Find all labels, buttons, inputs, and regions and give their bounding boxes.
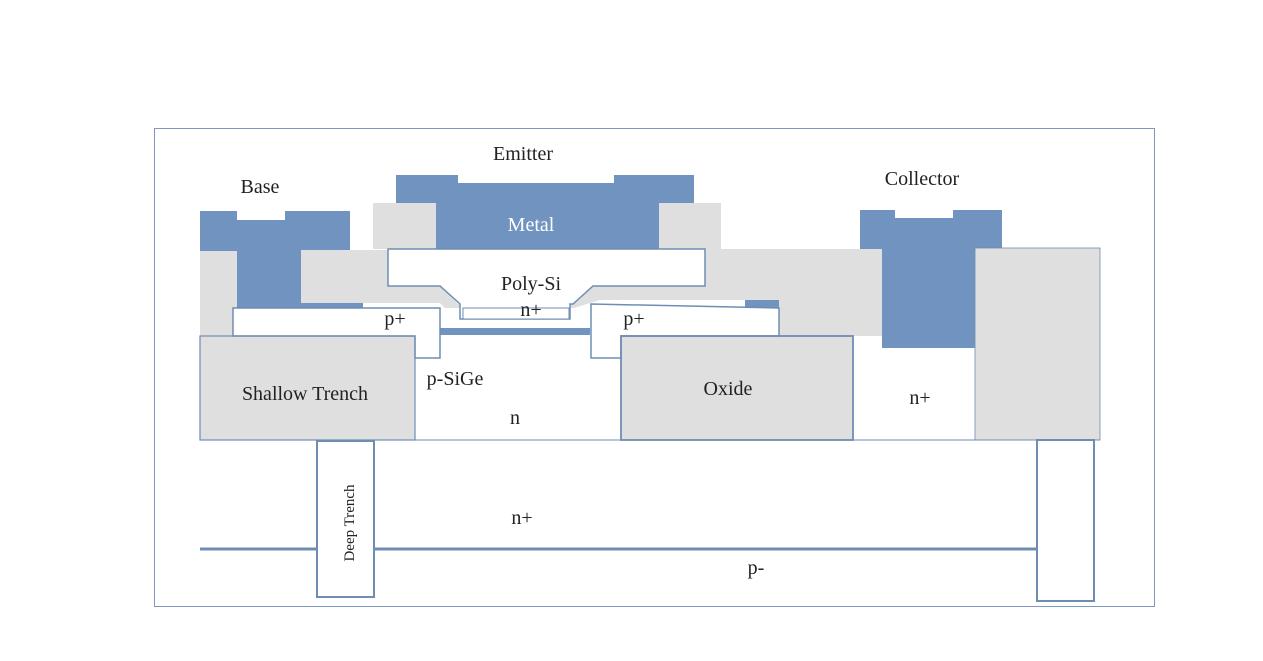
emitter-interface-strip — [440, 328, 590, 335]
poly-si-region — [387, 248, 706, 320]
metal-label: Metal — [508, 214, 555, 236]
collector-label: Collector — [885, 168, 960, 190]
collector-metal-contact — [860, 210, 1002, 348]
emitter-label: Emitter — [493, 143, 553, 165]
substrate-label: p- — [748, 557, 765, 579]
silicon-regions — [232, 248, 780, 359]
poly-si-label: Poly-Si — [501, 273, 561, 295]
n-region-label: n — [510, 407, 520, 429]
oxide-label: Oxide — [704, 378, 753, 400]
metal-contacts — [200, 175, 1002, 348]
right-isolation-oxide — [569, 249, 882, 336]
shallow-trench-label: Shallow Trench — [242, 383, 368, 405]
buried-n-plus-label: n+ — [511, 507, 532, 529]
left-isolation-oxide — [301, 250, 463, 308]
shallow-trench-region — [200, 336, 415, 440]
collector-n-plus-label: n+ — [909, 387, 930, 409]
base-left-oxide — [200, 251, 237, 336]
p-sige-label: p-SiGe — [427, 368, 484, 390]
left-p-plus-label: p+ — [384, 308, 405, 330]
emitter-right-spacer — [659, 203, 721, 249]
emitter-n-plus-label: n+ — [520, 299, 541, 321]
right-base-metal-strip — [745, 300, 779, 308]
emitter-n-plus-region — [462, 307, 570, 320]
base-label: Base — [241, 176, 280, 198]
oxide-region — [621, 336, 853, 440]
emitter-metal-contact — [396, 175, 694, 249]
right-p-plus-label: p+ — [623, 308, 644, 330]
deep-trench-right — [1036, 439, 1095, 602]
deep-trench-left — [316, 440, 375, 598]
deep-trench-label: Deep Trench — [342, 484, 358, 562]
emitter-left-spacer — [373, 203, 436, 249]
base-metal-contact — [200, 211, 363, 308]
right-isolation-block — [975, 248, 1100, 440]
oxide-regions — [200, 203, 1100, 440]
